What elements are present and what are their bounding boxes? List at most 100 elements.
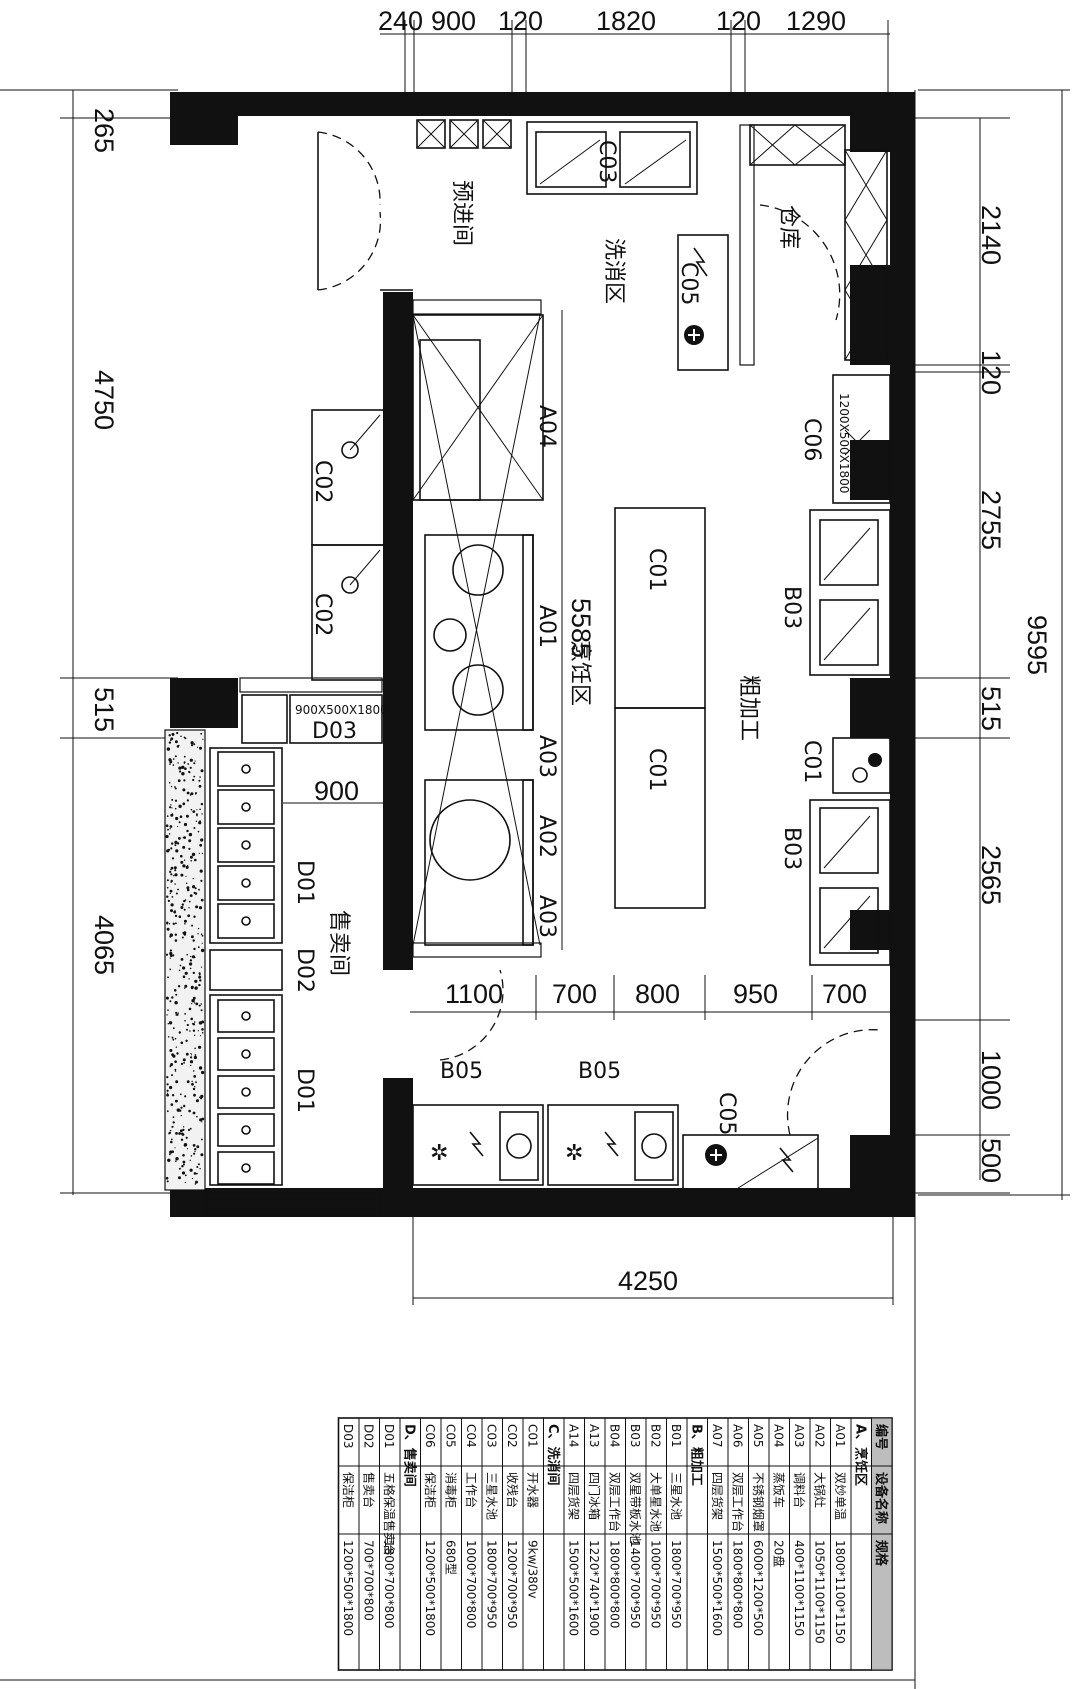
table-cell: B02 [648,1424,662,1448]
dim-top-120: 120 [498,6,543,36]
table-cell: 1050*1100*1150 [812,1540,826,1644]
label-c06: C06 [799,418,824,461]
label-d01-lower: D01 [292,1068,317,1113]
dim-top-1290: 1290 [786,6,846,36]
dim-left-4750: 4750 [89,370,119,430]
c01-tables [614,507,706,909]
table-header-cell: 编号 [873,1424,889,1450]
d01-d02-counters [209,747,283,1186]
table-cell: 三星水池 [484,1472,498,1520]
table-cell: A13 [587,1424,601,1447]
table-header-cell: 规格 [873,1540,889,1567]
dim-top-120b: 120 [716,6,761,36]
svg-text:✲: ✲ [430,1141,448,1166]
c01-boiler [832,737,891,794]
table-cell: 1800*1100*1150 [833,1540,847,1644]
a04-steamer [412,314,544,946]
table-cell: A03 [792,1424,806,1447]
label-d02: D02 [292,948,317,993]
table-cell: 四层货架 [566,1472,581,1520]
table-cell: D03 [341,1424,355,1449]
table-cell: A06 [730,1424,744,1447]
table-cell: 保洁柜 [341,1472,355,1508]
table-cell: 售卖台 [361,1472,376,1508]
table-cell: B03 [628,1424,642,1448]
room-storage: 仓库 [776,205,801,249]
table-section-title: B、粗加工 [688,1424,704,1486]
dim-bottom-4250: 4250 [618,1266,678,1296]
c02-tables [311,409,385,681]
d03-cabinet [289,694,383,744]
table-cell: 蒸饭车 [771,1472,786,1508]
table-cell: 双炒单温 [833,1472,847,1520]
table-cell: D01 [382,1424,396,1449]
table-cell: 1220*740*1900 [587,1540,601,1636]
table-cell: 双层工作台 [607,1472,622,1532]
label-a03-lower: A03 [534,895,559,938]
label-c03: C03 [594,140,619,183]
label-a02: A02 [534,815,559,858]
table-cell: 1000*700*950 [648,1540,662,1628]
table-cell: A01 [833,1424,847,1447]
dim-mid-1100: 1100 [445,979,503,1009]
label-d03-spec: 900X500X1800 [295,703,388,717]
c03-sink [526,121,698,195]
table-cell: 收残台 [505,1472,520,1508]
table-cell: B01 [669,1424,683,1448]
dim-left-4065: 4065 [89,915,119,975]
label-a01: A01 [534,605,559,648]
dim-top-1820: 1820 [596,6,656,36]
table-cell: 保洁柜 [423,1472,437,1508]
label-a04: A04 [534,405,559,448]
table-cell: 1800*700*950 [484,1540,498,1628]
table-cell: 1000*700*800 [464,1540,478,1628]
table-cell: 1500*500*1600 [710,1540,724,1636]
dim-mid-700: 700 [552,979,597,1009]
table-cell: A05 [751,1424,765,1447]
dim-mid-950: 950 [733,979,778,1009]
table-cell: 大锅灶 [812,1472,827,1508]
label-b03-upper: B03 [779,586,804,629]
table-cell: 开水器 [525,1472,539,1508]
equipment-labels: A04 A01 A03 A02 A03 C01 C01 C01 C02 C02 … [292,140,851,1135]
label-c01-lower: C01 [644,748,669,791]
dim-cooking-5585: 5585 [566,598,596,658]
label-a03-upper: A03 [534,735,559,778]
dim-mid-800: 800 [635,979,680,1009]
table-cell: 680型 [443,1540,457,1575]
table-cell: C03 [484,1424,498,1448]
dim-right-120: 120 [976,350,1006,395]
table-cell: 不锈钢烟罩 [751,1472,765,1532]
room-washing: 洗消区 [601,238,626,304]
table-cell: 1800*700*950 [669,1540,683,1628]
label-c05-lower: C05 [714,1092,739,1135]
table-cell: 工作台 [464,1472,479,1508]
c05-lower-cabinet [682,1134,819,1191]
table-section-title: A、烹饪区 [852,1424,868,1486]
table-cell: 五格保温售卖台 [382,1472,397,1556]
dim-top-900: 900 [431,6,476,36]
table-cell: A02 [812,1424,826,1447]
counter-stipple [164,729,206,1191]
walls [170,92,915,1217]
table-cell: 1200*500*1800 [341,1540,355,1636]
b05-units: ✲ ✲ [412,1104,679,1186]
dim-counter-900: 900 [314,776,359,806]
dimension-texts: 240 900 120 1820 120 1290 265 4750 515 4… [89,6,1052,1296]
room-rough-processing: 粗加工 [736,675,761,741]
label-b03-lower: B03 [779,827,804,870]
table-cell: 1800*800*800 [607,1540,621,1628]
dim-right-515: 515 [976,686,1006,731]
dim-right-2565: 2565 [976,845,1006,905]
svg-text:✲: ✲ [565,1141,583,1166]
table-cell: 四层货架 [710,1472,725,1520]
c06-cabinet [832,374,891,504]
doors [317,131,881,1136]
room-selling: 售卖间 [326,910,351,976]
room-cooking: 烹饪区 [567,640,592,706]
label-d03: D03 [312,719,357,744]
b03-sinks [809,509,891,966]
dim-total-9595: 9595 [1022,615,1052,675]
label-c02-lower: C02 [310,593,335,636]
c05-upper-cabinet [677,234,729,371]
